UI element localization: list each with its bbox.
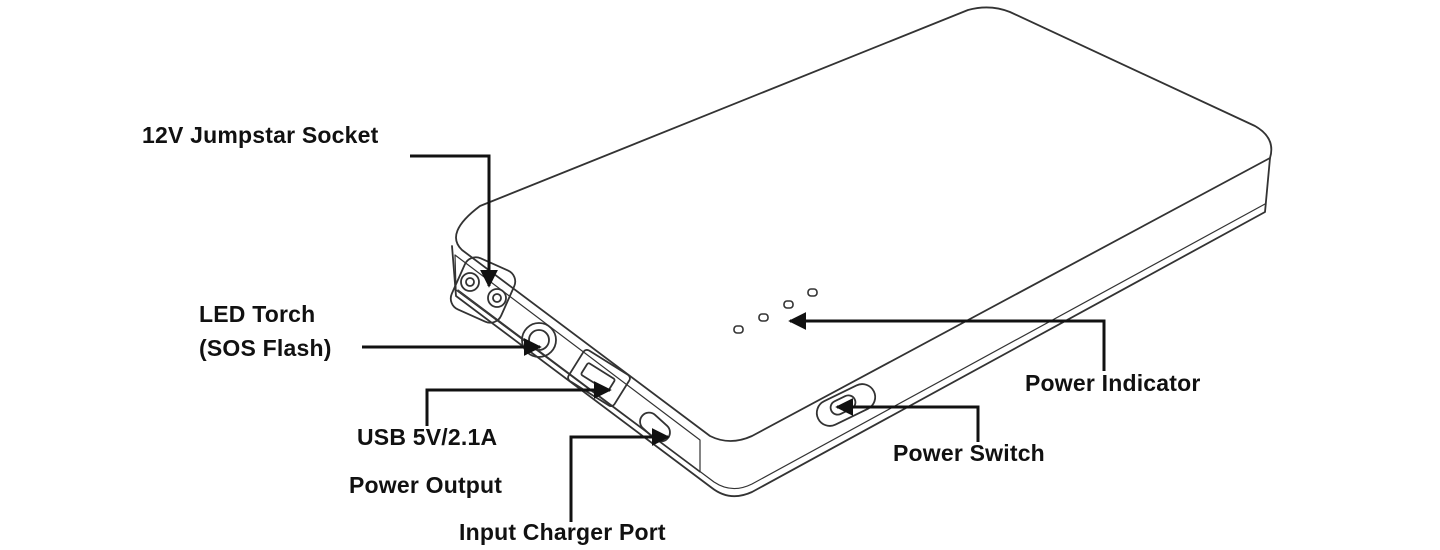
power-indicator-leds [733,288,818,334]
label-power-output: Power Output [349,472,503,498]
input-leader [569,428,670,522]
label-usb: USB 5V/2.1A [357,424,498,450]
power-bank-body [449,6,1273,498]
label-power-switch: Power Switch [893,440,1045,466]
input-charger-port [639,411,671,443]
side-edge [451,157,1271,498]
label-jumpstart-socket: 12V Jumpstar Socket [142,122,379,148]
leader-lines [362,154,1106,522]
usb-leader [425,381,612,426]
side-edge-inner [457,203,1266,490]
indicator-leader [788,312,1106,371]
label-power-indicator: Power Indicator [1025,370,1201,396]
label-input-charger-port: Input Charger Port [459,519,666,545]
switch-leader [835,398,980,442]
jumpstart-leader [410,154,498,288]
jumpstart-socket [449,256,517,324]
label-led-torch: LED Torch [199,301,316,327]
port-panel [454,254,701,473]
label-sos-flash: (SOS Flash) [199,335,332,361]
power-switch [815,383,877,427]
